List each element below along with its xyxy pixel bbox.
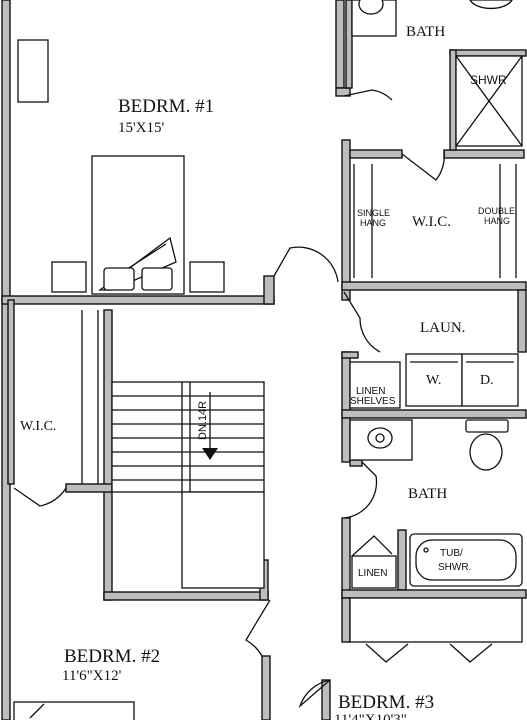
bath-mid: BATH LINEN TUB/ SHWR. <box>349 419 523 589</box>
bedroom-1-name: BEDRM. #1 <box>118 96 214 117</box>
laundry-name: LAUN. <box>420 320 465 336</box>
bedroom-3: BEDRM. #3 11'4"X10'3" <box>334 597 523 720</box>
linen-shelves-line1: LINEN <box>356 386 385 397</box>
stair-arrow-head <box>202 448 218 460</box>
washer <box>405 353 463 407</box>
sink-bowl <box>358 0 384 15</box>
wic-top: SINGLE HANG W.I.C. DOUBLE HANG <box>353 164 517 278</box>
desk <box>17 39 49 103</box>
bedroom-2-size: 11'6"X12' <box>62 668 122 684</box>
single-hang-line2: HANG <box>360 218 386 228</box>
shower-label: SHWR <box>470 73 507 87</box>
linen-shelves-line2: SHELVES <box>350 396 396 407</box>
bathtub-inner <box>415 539 517 581</box>
pillow-right <box>141 267 173 291</box>
double-hang-line2: HANG <box>484 216 510 226</box>
bedroom-1: BEDRM. #1 15'X15' <box>17 39 225 295</box>
bath-mid-name: BATH <box>408 486 447 502</box>
bath-top-name: BATH <box>406 24 445 40</box>
bedroom-2-name: BEDRM. #2 <box>64 646 160 667</box>
tub-line2: SHWR. <box>438 562 471 573</box>
toilet <box>469 0 513 10</box>
pillow-left <box>103 267 135 291</box>
bath-top: BATH SHWR <box>351 0 523 147</box>
wic-left-name: W.I.C. <box>20 419 56 434</box>
dryer <box>461 353 519 407</box>
closet-bifold <box>349 597 523 643</box>
double-hang-line1: DOUBLE <box>478 206 515 216</box>
wic-left: W.I.C. <box>20 310 99 484</box>
bedroom-3-size: 11'4"X10'3" <box>334 712 407 720</box>
linen-hinge <box>351 535 393 557</box>
linen-closet <box>351 555 397 589</box>
nightstand-right <box>189 261 225 293</box>
bedroom-1-size: 15'X15' <box>118 120 165 136</box>
tub-drain <box>423 547 429 553</box>
laundry: LAUN. W. D. LINEN SHELVES <box>349 320 519 409</box>
nightstand-left <box>51 261 87 293</box>
tub-line1: TUB/ <box>440 548 463 559</box>
toilet-tank <box>465 419 509 433</box>
bedroom-2: BEDRM. #2 11'6"X12' <box>13 646 160 720</box>
single-hang-line1: SINGLE <box>357 208 390 218</box>
vanity-sink-drain <box>375 433 385 443</box>
linen-label: LINEN <box>358 568 387 579</box>
doors <box>13 89 446 709</box>
stairs: DN.14R <box>111 381 265 589</box>
washer-label: W. <box>426 373 441 388</box>
bedroom-3-name: BEDRM. #3 <box>338 692 434 713</box>
toilet-bowl <box>469 433 503 471</box>
dryer-label: D. <box>480 373 494 388</box>
linen-shelves <box>349 361 401 409</box>
stair-label: DN.14R <box>197 401 209 440</box>
bed-2-edge <box>13 701 135 720</box>
wic-top-name: W.I.C. <box>412 214 451 230</box>
